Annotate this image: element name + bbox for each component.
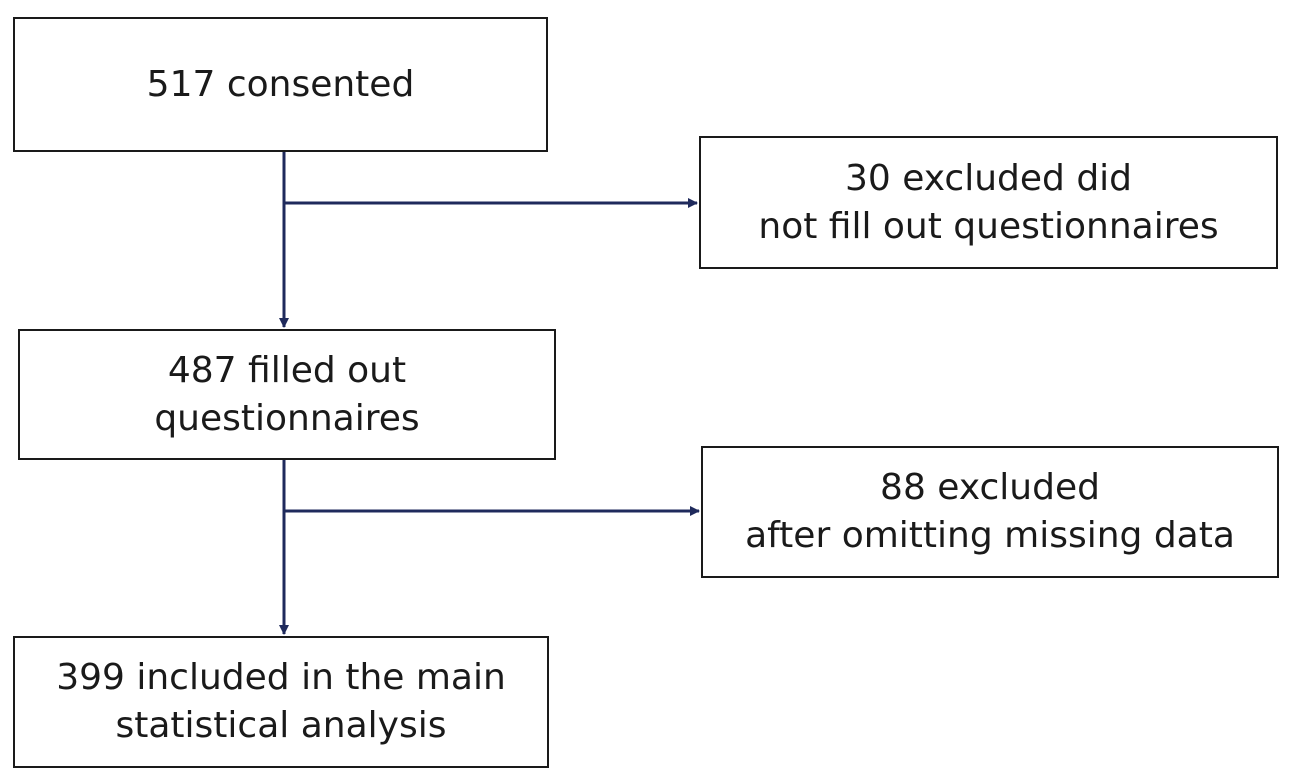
consented-box: 517 consented (13, 17, 548, 152)
included-line-2: statistical analysis (115, 705, 447, 746)
filled-out-line-2: questionnaires (154, 397, 420, 439)
consented-line-1: 517 consented (146, 63, 415, 105)
filled-out-line-1: 487 filled out (167, 349, 407, 391)
excluded-missing-data-line-2: after omitting missing data (745, 515, 1235, 556)
excluded-no-questionnaire-line-1: 30 excluded did (844, 157, 1133, 199)
excluded-missing-data-line-1: 88 excluded (880, 467, 1100, 508)
excluded-missing-data-box: 88 excluded after omitting missing data (701, 446, 1279, 578)
included-line-1: 399 included in the main (56, 657, 506, 698)
excluded-no-questionnaire-box: 30 excluded did not fill out questionnai… (699, 136, 1278, 269)
included-box: 399 included in the main statistical ana… (13, 636, 549, 768)
filled-out-box: 487 filled out questionnaires (18, 329, 556, 460)
excluded-no-questionnaire-line-2: not fill out questionnaires (758, 205, 1219, 247)
